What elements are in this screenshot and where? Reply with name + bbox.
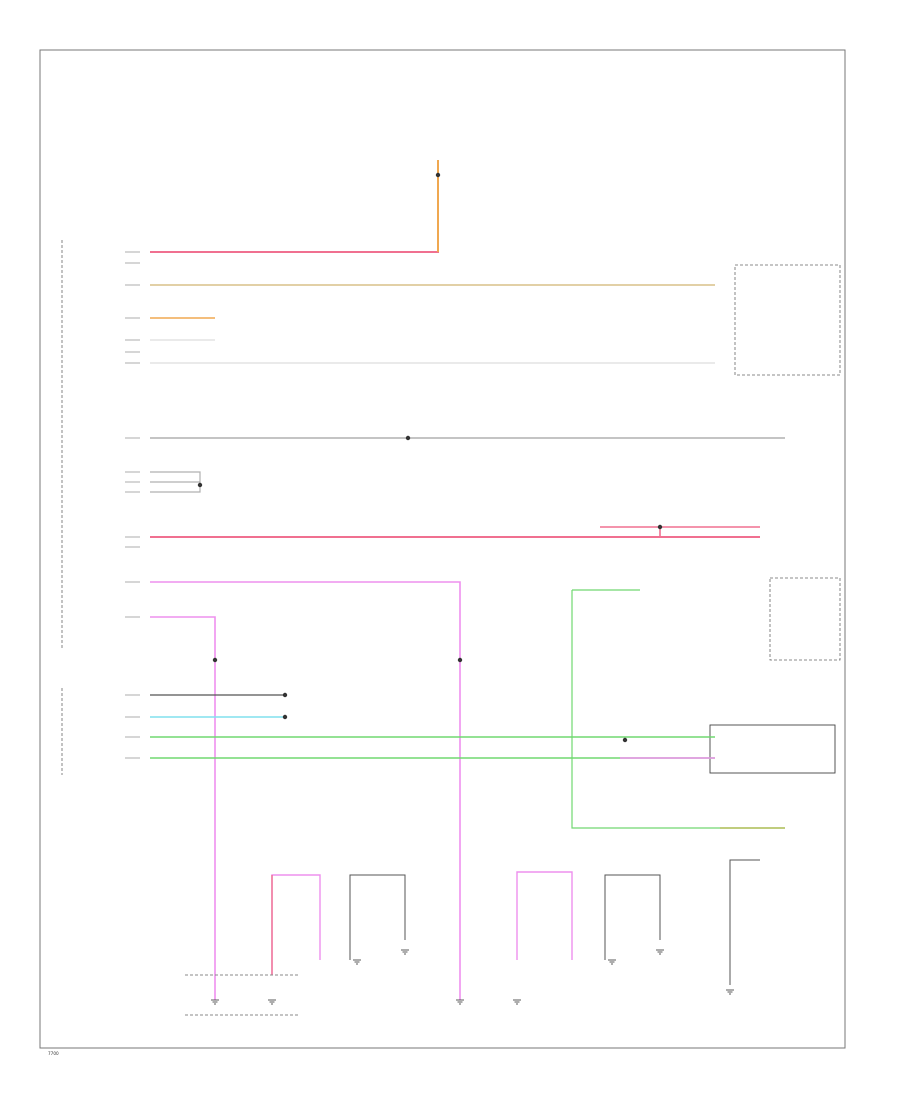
ground-symbol	[353, 959, 361, 965]
wire-pink-main	[150, 581, 461, 1000]
splice-dot	[197, 482, 203, 488]
wire-pink-airbag-1	[271, 874, 321, 975]
splice-dot	[405, 435, 411, 441]
wire-dark-2	[349, 874, 406, 960]
splice-dot	[435, 172, 441, 178]
splice-dot	[282, 692, 288, 698]
wire-dark-3	[604, 874, 661, 960]
wire-pink-left	[150, 616, 216, 1000]
wire-group	[150, 160, 785, 1000]
splice-dot	[212, 657, 218, 663]
label-group	[125, 251, 300, 1016]
splice-dot	[622, 737, 628, 743]
wire-pink-airbag-2	[516, 871, 573, 960]
ground-symbol	[211, 999, 219, 1005]
wire-red-1	[150, 160, 439, 253]
splice-dot	[282, 714, 288, 720]
ground-group	[197, 172, 734, 1005]
seat-belt-switch-box	[709, 724, 836, 774]
splice-dot	[657, 524, 663, 530]
ground-symbol	[268, 999, 276, 1005]
ground-symbol	[656, 949, 664, 955]
passenger-seat-sensor-box	[769, 577, 841, 661]
headlamp-switch-box	[734, 264, 841, 376]
ground-symbol	[456, 999, 464, 1005]
diagram-frame	[39, 49, 846, 1049]
wire-gray-4	[150, 485, 201, 493]
wire-gray-2	[150, 471, 201, 485]
ground-symbol	[726, 989, 734, 995]
ground-symbol	[513, 999, 521, 1005]
wire-dark-4	[729, 859, 760, 985]
splice-dot	[457, 657, 463, 663]
footer-code: 7700	[48, 1051, 59, 1056]
ground-symbol	[608, 959, 616, 965]
ground-symbol	[401, 949, 409, 955]
wire-green-loop	[571, 590, 785, 829]
